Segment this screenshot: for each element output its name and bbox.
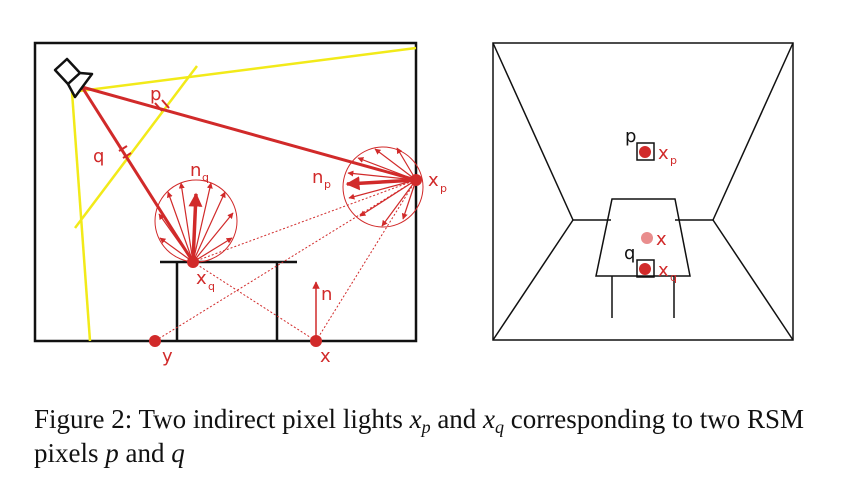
caption-and-1: and <box>430 404 484 434</box>
point-x-projected <box>641 232 653 244</box>
rsm-pixel-q-square <box>636 259 655 278</box>
label-p: p <box>150 84 161 105</box>
label-y: y <box>162 346 173 367</box>
label-q: q <box>93 146 104 167</box>
rsm-pixel-p-square <box>636 142 655 161</box>
caption-xq: xq <box>483 404 505 437</box>
label-nq: n <box>190 160 201 181</box>
label-np-sub: p <box>324 178 331 191</box>
caption-xp-sub: p <box>421 417 431 437</box>
caption-mid: corresponding to two RSM pixels <box>34 404 805 468</box>
label-n: n <box>321 284 332 305</box>
label-xp-right: x <box>658 143 669 164</box>
point-xq <box>187 256 199 268</box>
label-q-right: q <box>624 243 635 264</box>
table <box>160 260 297 341</box>
label-x: x <box>320 346 331 367</box>
label-xq-sub: q <box>208 280 215 293</box>
label-xq-right: x <box>658 260 669 281</box>
xp-lobe <box>342 146 424 228</box>
caption-xp: xp <box>409 404 431 437</box>
point-xp-projected <box>639 146 651 158</box>
caption-and-2: and <box>118 438 172 468</box>
xq-lobe <box>154 179 238 263</box>
point-xq-projected <box>639 263 651 275</box>
label-xp-sub: p <box>440 182 447 195</box>
light-rays <box>80 85 417 263</box>
figure-illustration: p q n q n p x p x q n x y <box>33 41 794 367</box>
right-panel: p x p x q x q <box>492 42 794 341</box>
spotlight-icon <box>53 57 94 99</box>
table-perspective <box>595 198 691 318</box>
label-nq-sub: q <box>202 171 209 184</box>
caption-xq-base: x <box>483 404 496 434</box>
label-x-right: x <box>656 229 667 250</box>
caption-q: q <box>171 438 185 468</box>
point-y <box>149 335 161 347</box>
label-p-right: p <box>625 126 636 147</box>
rsm-pixel-ticks <box>118 99 170 159</box>
figure-caption: Figure 2: Two indirect pixel lights xp a… <box>34 402 824 470</box>
point-xp <box>410 174 422 186</box>
label-xq: x <box>196 268 207 289</box>
light-frustum <box>70 46 417 342</box>
caption-p: p <box>105 438 119 468</box>
caption-xq-sub: q <box>495 417 505 437</box>
label-xp: x <box>428 170 439 191</box>
left-room-frame <box>33 41 418 343</box>
label-xp-right-sub: p <box>670 154 677 167</box>
left-panel: p q n q n p x p x q n x y <box>33 41 447 367</box>
label-xq-right-sub: q <box>670 271 677 284</box>
caption-xp-base: x <box>409 404 422 434</box>
right-room-frame <box>492 42 794 341</box>
label-np: n <box>312 167 323 188</box>
caption-prefix: Figure 2: Two indirect pixel lights <box>34 404 410 434</box>
room-perspective <box>492 42 794 341</box>
indirect-paths <box>154 179 417 342</box>
point-x <box>310 335 322 347</box>
